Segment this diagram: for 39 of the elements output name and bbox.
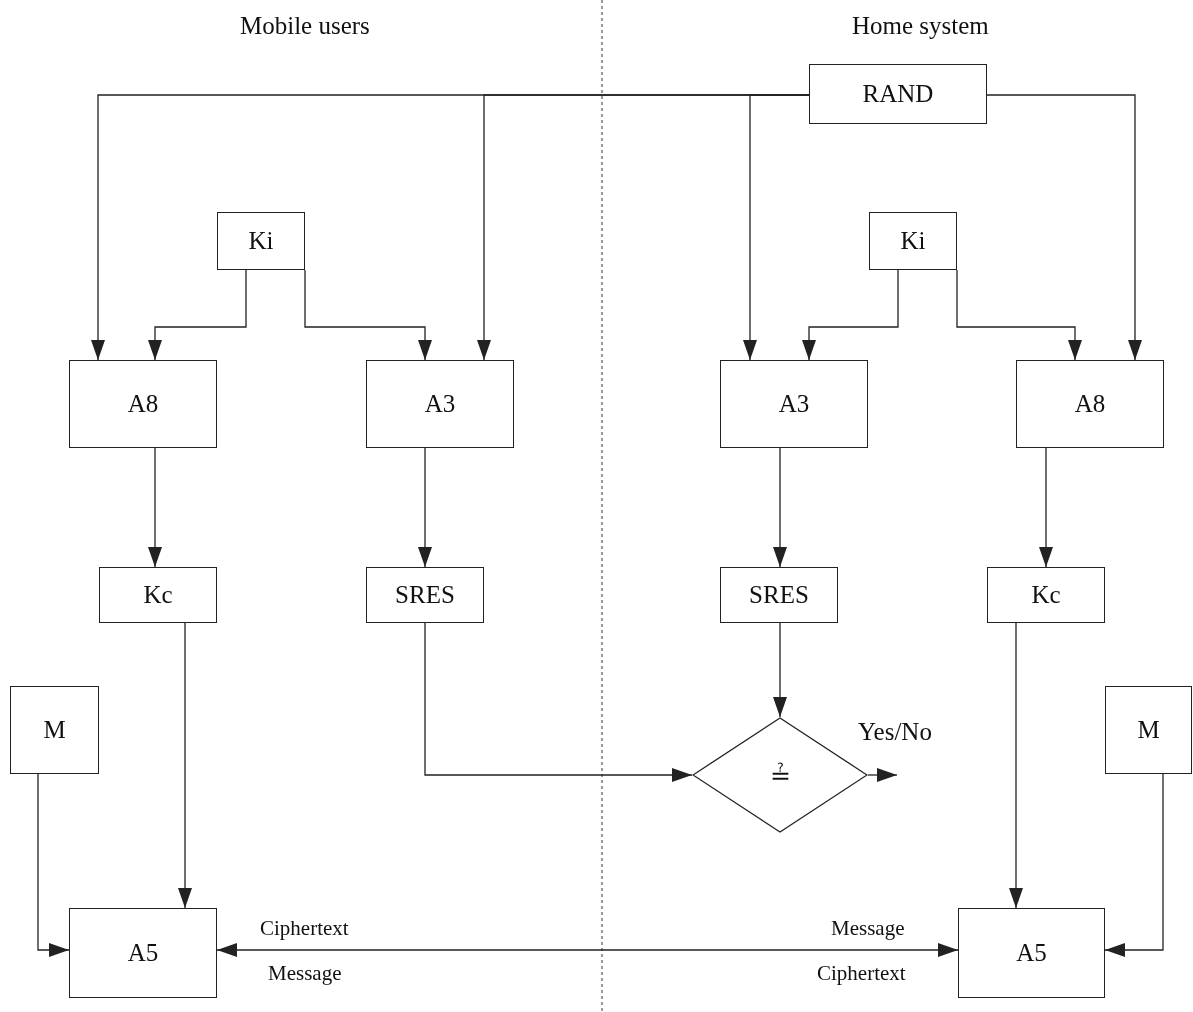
arrow: [148, 447, 162, 568]
message-label: Ciphertext: [817, 961, 906, 986]
arrow: [986, 94, 1142, 361]
arrow: [178, 622, 192, 909]
column-heading: Mobile users: [240, 12, 370, 40]
arrow: [37, 773, 70, 957]
process-box: A8: [69, 360, 217, 448]
process-box: Kc: [99, 567, 217, 623]
process-box: A5: [958, 908, 1105, 998]
arrow: [1104, 773, 1164, 957]
arrow: [1039, 447, 1053, 568]
process-box: Kc: [987, 567, 1105, 623]
arrow: [867, 768, 898, 782]
message-label: Ciphertext: [260, 916, 349, 941]
process-box: A5: [69, 908, 217, 998]
process-box: A3: [720, 360, 868, 448]
arrow: [1009, 622, 1023, 909]
process-box: A8: [1016, 360, 1164, 448]
process-box: Ki: [869, 212, 957, 270]
process-box: Ki: [217, 212, 305, 270]
arrow: [743, 94, 810, 361]
arrow: [418, 447, 432, 568]
process-box: A3: [366, 360, 514, 448]
arrow: [424, 622, 693, 782]
arrow: [216, 943, 959, 957]
arrow: [773, 622, 787, 718]
arrow: [956, 269, 1082, 361]
process-box: M: [1105, 686, 1192, 774]
process-box: RAND: [809, 64, 987, 124]
process-box: M: [10, 686, 99, 774]
column-heading: Home system: [852, 12, 989, 40]
process-box: SRES: [366, 567, 484, 623]
message-label: Message: [831, 916, 905, 941]
arrow: [304, 269, 432, 361]
arrow: [148, 269, 247, 361]
arrow: [773, 447, 787, 568]
process-box: SRES: [720, 567, 838, 623]
arrow: [802, 269, 899, 361]
message-label: Message: [268, 961, 342, 986]
